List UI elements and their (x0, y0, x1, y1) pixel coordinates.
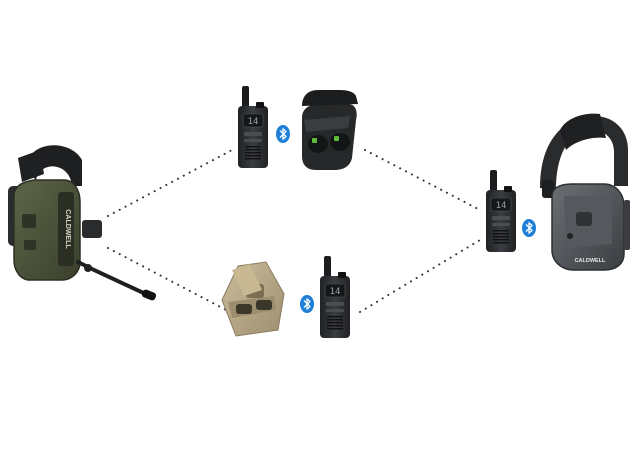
radio-display: 14 (248, 117, 259, 127)
link-bottom-radio-to-right-radio (359, 239, 481, 313)
connection-lines (107, 149, 481, 313)
link-top-case-to-right-radio (364, 149, 481, 211)
earbud-case-dark (302, 90, 358, 170)
headset-brand-label: CALDWELL (64, 209, 71, 249)
tactical-headset: CALDWELL (8, 145, 157, 301)
radio-top: 14 (237, 85, 269, 169)
earbud-case-tan (221, 261, 285, 337)
radio-right: 14 (485, 169, 517, 253)
link-headset-to-bottom-radio (107, 247, 231, 313)
bluetooth-icon (275, 124, 291, 144)
electronic-earmuffs: CALDWELL (540, 113, 630, 271)
radio-bottom: 14 (319, 255, 351, 339)
radio-display: 14 (330, 287, 341, 297)
earmuff-brand-label: CALDWELL (575, 258, 606, 264)
radio-display: 14 (496, 201, 507, 211)
bluetooth-icon (521, 218, 537, 238)
link-headset-to-top-radio (107, 149, 233, 217)
bluetooth-icon (299, 294, 315, 314)
